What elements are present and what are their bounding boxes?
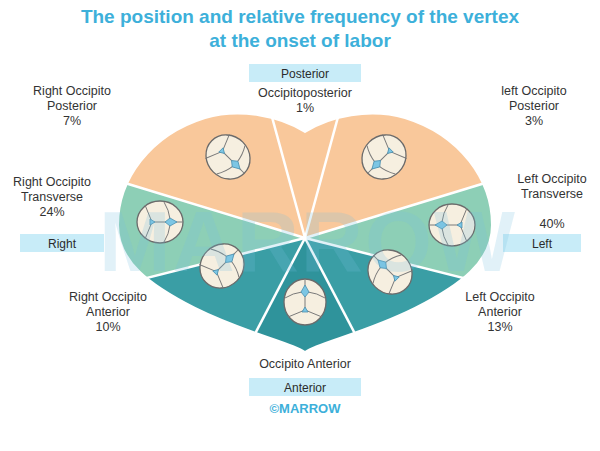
position-label: Left Occipito Transverse [516,172,588,202]
copyright-mark: ©MARROW [245,401,365,416]
position-label: Right Occipito Transverse [6,175,98,205]
band-label: Right [48,235,76,253]
direction-band: Anterior [249,378,361,396]
band-label: Left [532,235,552,253]
diagram-title: The position and relative frequency of t… [80,5,520,53]
position-label: 24% [32,205,72,220]
position-label: 40% [532,217,572,232]
position-label: 1% [285,101,325,116]
position-label: 3% [514,114,554,129]
position-label: Right Occipito Posterior [22,84,122,114]
position-label: 10% [88,320,128,335]
position-label: Occipitoposterior [240,86,370,101]
position-label: Occipito Anterior [235,357,375,372]
band-label: Anterior [284,379,326,397]
band-label: Posterior [281,65,329,83]
position-label: Right Occipito Anterior [63,290,153,320]
direction-band: Posterior [249,64,361,82]
position-label: 13% [480,320,520,335]
position-wedges [40,40,570,420]
position-label: left Occipito Posterior [484,84,584,114]
position-label: Left Occipito Anterior [455,290,545,320]
direction-band: Right [20,234,104,252]
position-label: 7% [52,114,92,129]
watermark: MARROW [78,196,538,286]
